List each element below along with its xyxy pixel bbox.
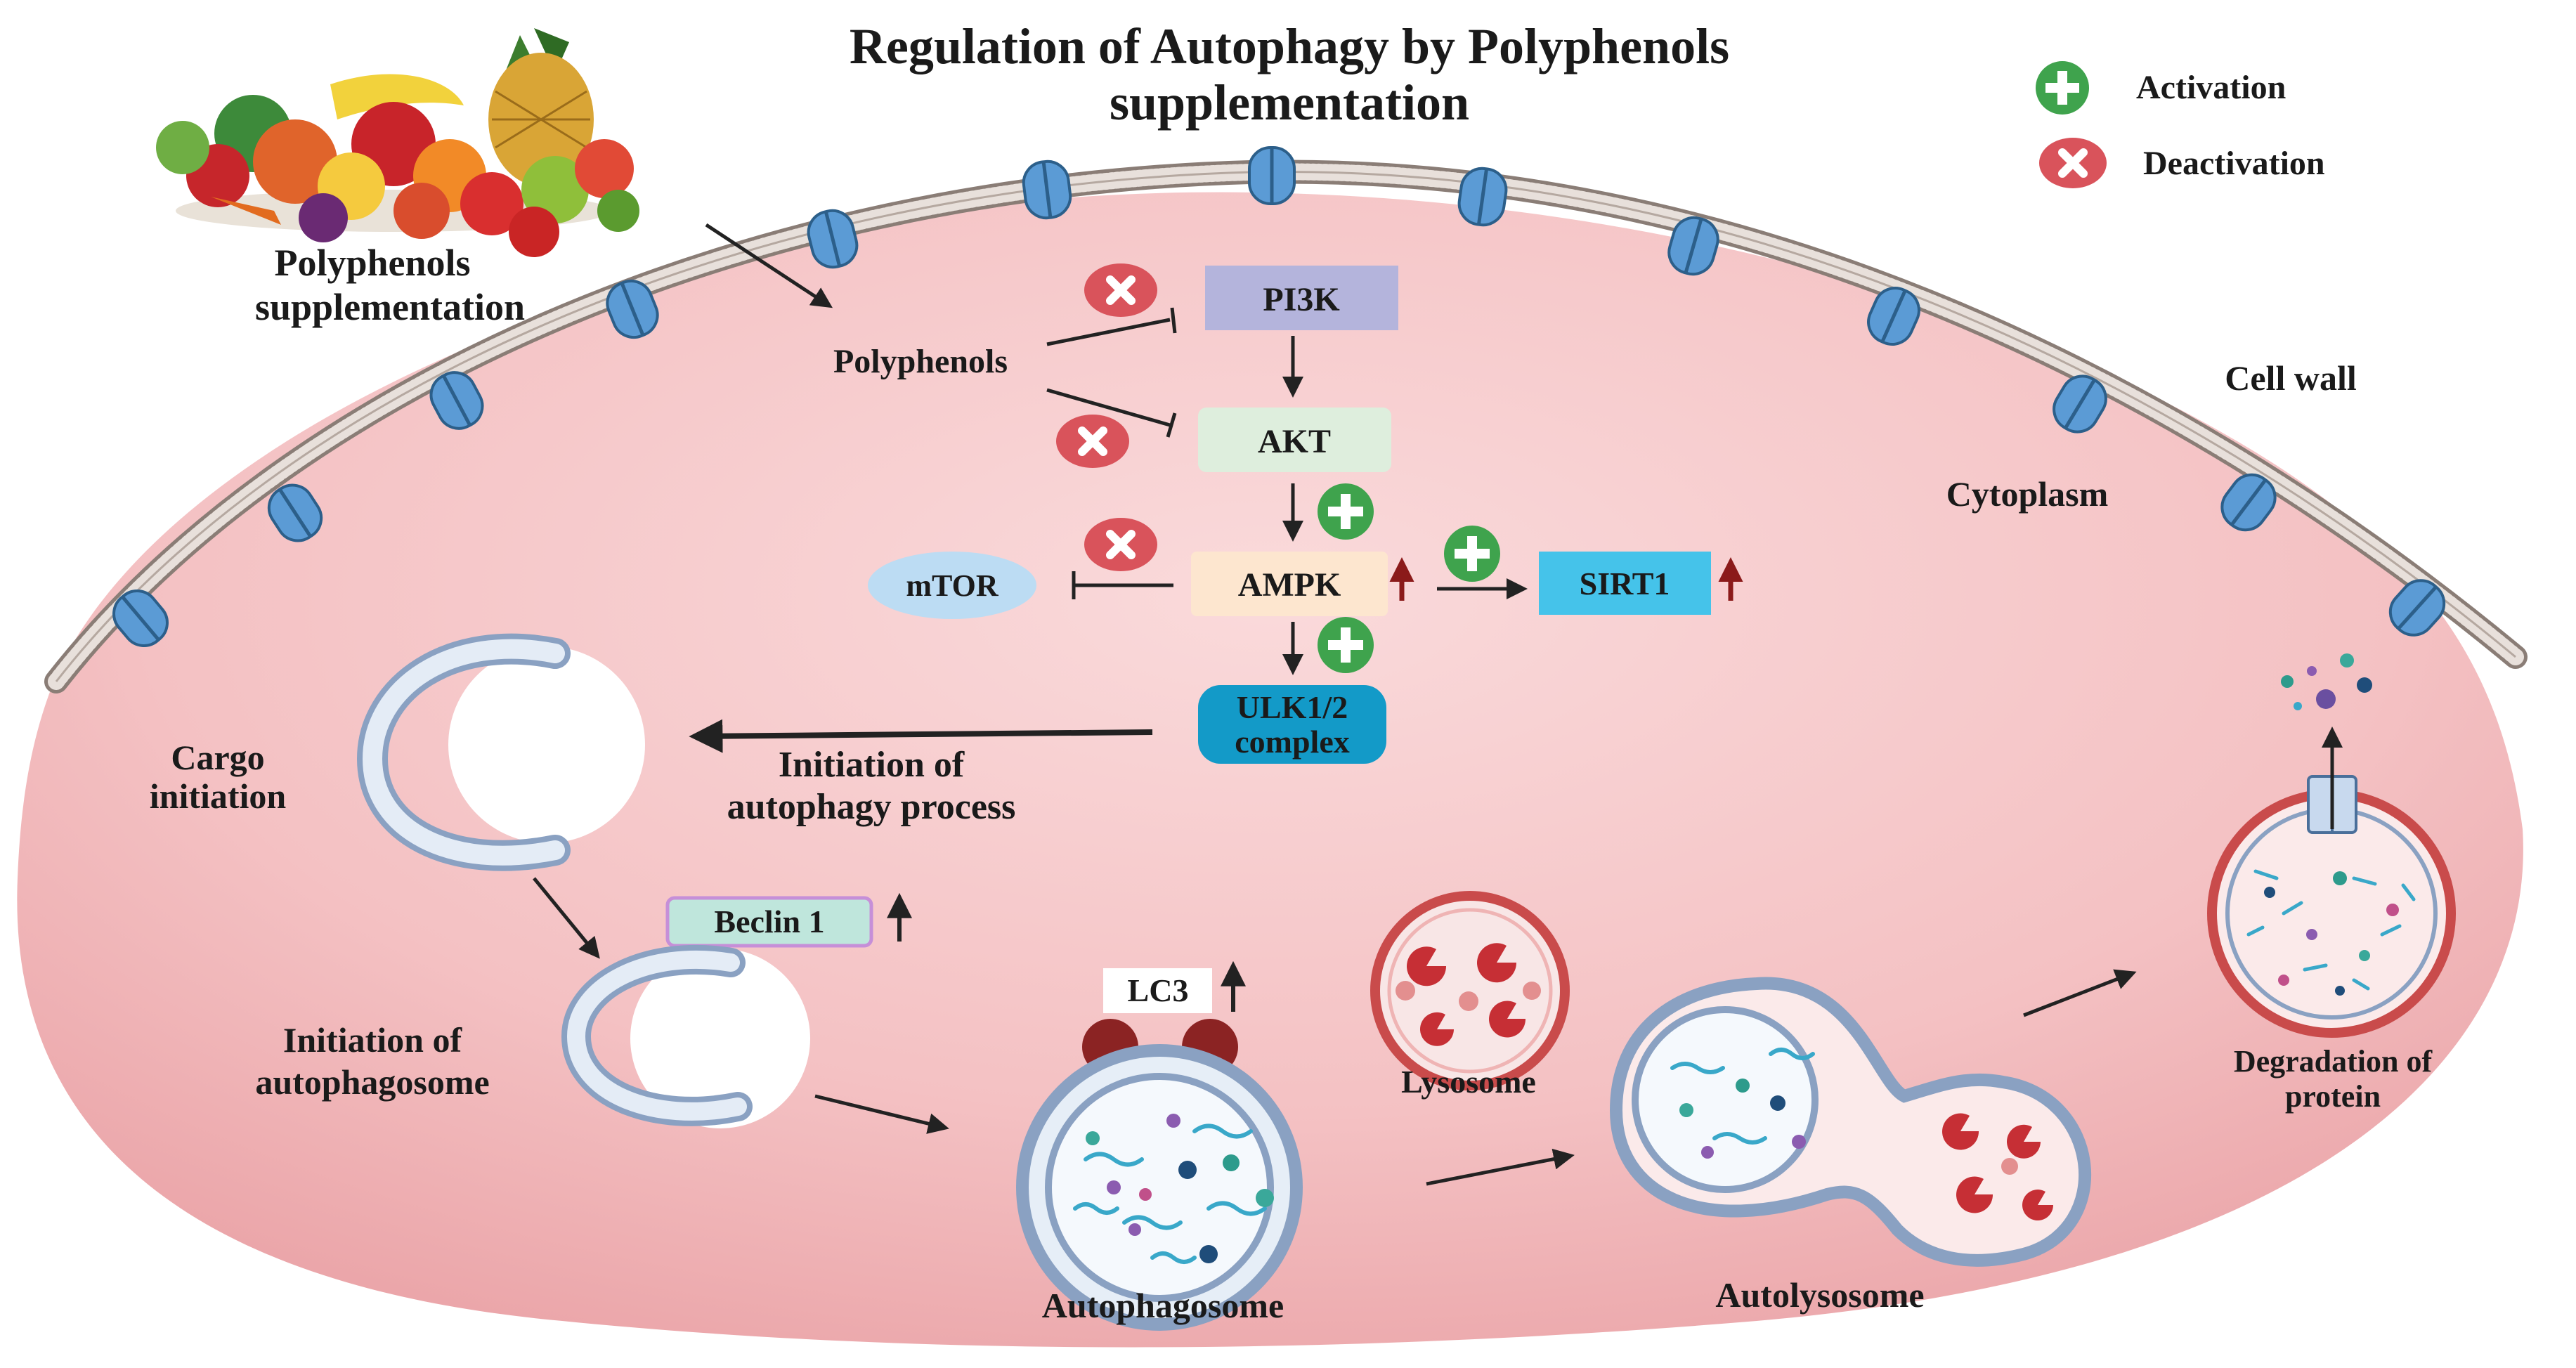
ulk-label-line-1: ULK1/2: [1237, 689, 1348, 725]
ampk-label: AMPK: [1238, 566, 1341, 604]
legend-activation-icon: [2036, 61, 2089, 115]
beclin-label: Beclin 1: [714, 904, 824, 939]
mtor-label: mTOR: [906, 568, 998, 603]
akt-label: AKT: [1258, 423, 1331, 460]
supplement-label-line-2: supplementation: [255, 286, 525, 328]
autophagosome-label: Autophagosome: [1042, 1286, 1284, 1325]
ulk-node: [1198, 685, 1386, 764]
inhibit-line-akt: [1046, 388, 1177, 438]
lc3-label: LC3: [1128, 972, 1189, 1008]
channel-icon: [429, 371, 484, 430]
phagophore-icon: [356, 633, 645, 871]
cargo-label-line-1: Cargo: [171, 738, 264, 777]
beclin-node: [665, 896, 873, 948]
channel-icon: [1457, 167, 1508, 227]
channel-icon: [606, 279, 659, 339]
lc3-node: [1103, 968, 1212, 1013]
released-molecules-icon: [2281, 653, 2372, 710]
lysosome-icon: [1370, 891, 1570, 1090]
deactivation-icon-pi3k: [1084, 263, 1157, 317]
activation-icon-sirt1: [1444, 526, 1500, 582]
deactivation-icon-mtor: [1084, 518, 1157, 571]
membrane-channels: [112, 146, 2446, 647]
channel-icon: [1022, 159, 1072, 220]
activation-icon-ulk: [1318, 617, 1374, 673]
degradation-label-line-1: Degradation of: [2234, 1044, 2433, 1079]
legend-deactivation-label: Deactivation: [2143, 145, 2325, 182]
cytoplasm-label: Cytoplasm: [1946, 474, 2109, 514]
ampk-node: [1191, 552, 1388, 616]
sirt1-node: [1539, 552, 1711, 615]
legend: Activation Deactivation: [2036, 61, 2325, 188]
legend-deactivation-icon: [2039, 138, 2107, 188]
cell-wall-label: Cell wall: [2225, 358, 2357, 398]
channel-icon: [1248, 146, 1296, 205]
arrow-to-autolysosome: [1426, 1148, 1575, 1186]
autolysosome-icon: [1609, 977, 2092, 1267]
sirt1-label: SIRT1: [1580, 566, 1670, 601]
autophagosome-icon: [1016, 1044, 1303, 1331]
initiation-autophagosome-line-2: autophagosome: [255, 1062, 489, 1102]
arrow-to-degradation: [2023, 969, 2137, 1017]
title-line-2: supplementation: [1110, 74, 1469, 131]
cargo-label-line-2: initiation: [150, 776, 287, 816]
channel-icon: [2053, 374, 2107, 434]
channel-icon: [267, 483, 323, 542]
phagophore-2-icon: [561, 944, 810, 1128]
degradation-label-line-2: protein: [2285, 1079, 2381, 1114]
channel-icon: [2220, 473, 2277, 532]
ulk-label-line-2: complex: [1235, 724, 1350, 760]
legend-activation-label: Activation: [2136, 69, 2286, 106]
autolysosome-label: Autolysosome: [1715, 1275, 1924, 1315]
fruits-vegetables-icon: [156, 28, 639, 257]
mtor-node: [868, 552, 1036, 619]
activation-icon-akt-ampk: [1318, 483, 1374, 540]
channel-icon: [2388, 579, 2446, 637]
initiation-process-line-2: autophagy process: [727, 787, 1016, 827]
supplement-arrow: [705, 223, 833, 308]
initiation-autophagosome-line-1: Initiation of: [283, 1020, 463, 1060]
deactivation-icon-akt: [1056, 415, 1129, 468]
akt-node: [1198, 408, 1391, 472]
inhibit-line-pi3k: [1046, 307, 1177, 346]
arrow-to-autophagosome: [814, 1094, 949, 1134]
inhibit-line-mtor: [1072, 571, 1173, 599]
arrow-cargo-autophagosome-init: [533, 877, 600, 959]
title-line-1: Regulation of Autophagy by Polyphenols: [850, 18, 1729, 74]
polyphenols-label: Polyphenols: [833, 343, 1008, 380]
pi3k-label: PI3K: [1263, 281, 1339, 318]
initiation-arrow: [689, 719, 1153, 753]
channel-icon: [1667, 216, 1719, 276]
supplement-label-line-1: Polyphenols: [274, 242, 470, 284]
channel-icon: [112, 589, 169, 647]
channel-icon: [807, 209, 859, 269]
initiation-process-line-1: Initiation of: [779, 745, 965, 785]
channel-icon: [1867, 287, 1920, 346]
lysosome-label: Lysosome: [1401, 1064, 1536, 1100]
pi3k-node: [1205, 266, 1398, 330]
